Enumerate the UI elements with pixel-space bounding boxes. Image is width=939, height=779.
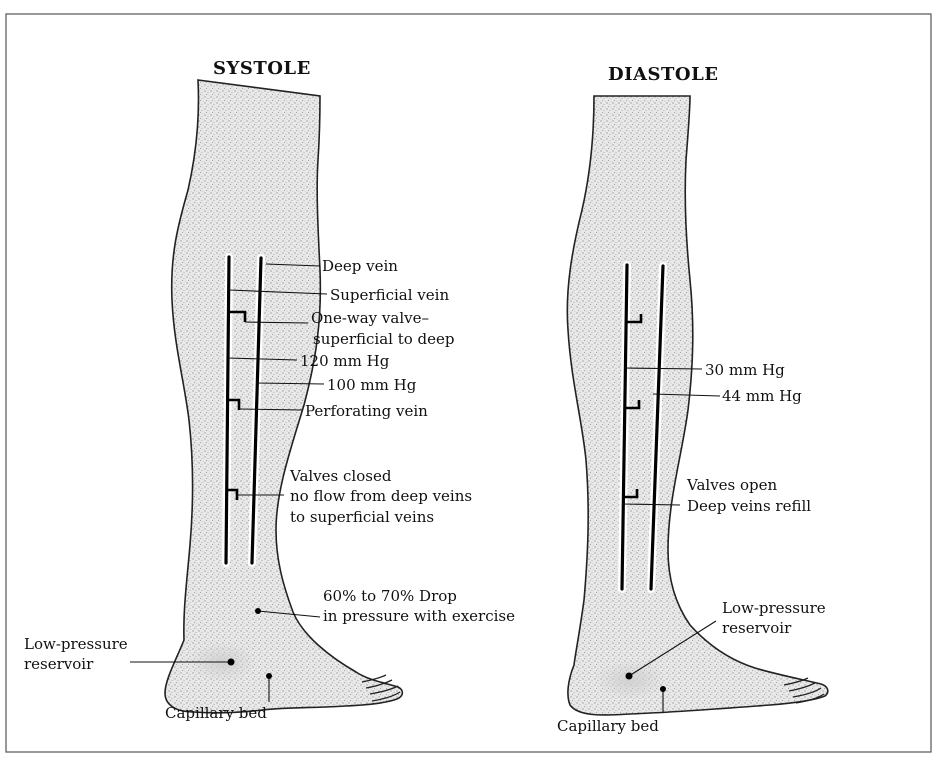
reservoir-dot-left bbox=[228, 659, 235, 666]
capillary-dot-right bbox=[660, 686, 666, 692]
label-drop-2: in pressure with exercise bbox=[323, 607, 515, 625]
label-reservoir-left-2: reservoir bbox=[24, 655, 94, 673]
drop-dot bbox=[255, 608, 261, 614]
diastole-title: DIASTOLE bbox=[608, 64, 718, 85]
label-reservoir-left-1: Low-pressure bbox=[24, 635, 128, 653]
label-valves-closed-2: no flow from deep veins bbox=[290, 487, 472, 505]
diastole-panel: DIASTOLE 30 mm Hg 44 mm Hg Valves open D… bbox=[557, 64, 828, 735]
label-120-mmhg: 120 mm Hg bbox=[300, 352, 390, 370]
label-30-mmhg: 30 mm Hg bbox=[705, 361, 785, 379]
label-valve-line1: One-way valve– bbox=[311, 309, 429, 327]
reservoir-dot-right bbox=[626, 673, 633, 680]
label-100-mmhg: 100 mm Hg bbox=[327, 376, 417, 394]
label-valves-open-2: Deep veins refill bbox=[687, 497, 811, 515]
label-44-mmhg: 44 mm Hg bbox=[722, 387, 802, 405]
label-deep-vein: Deep vein bbox=[322, 257, 398, 275]
systole-title: SYSTOLE bbox=[213, 58, 311, 79]
label-valve-line2: superficial to deep bbox=[313, 330, 455, 348]
label-drop-1: 60% to 70% Drop bbox=[323, 587, 457, 605]
label-capillary-right: Capillary bed bbox=[557, 717, 659, 735]
label-reservoir-right-2: reservoir bbox=[722, 619, 792, 637]
border-frame bbox=[6, 14, 931, 752]
label-valves-open-1: Valves open bbox=[686, 476, 778, 494]
capillary-dot-left bbox=[266, 673, 272, 679]
label-capillary-left: Capillary bed bbox=[165, 704, 267, 722]
systole-panel: SYSTOLE Deep vein Superficial vein One-w… bbox=[24, 58, 515, 722]
label-reservoir-right-1: Low-pressure bbox=[722, 599, 826, 617]
label-valves-closed-1: Valves closed bbox=[289, 467, 392, 485]
diastole-heel-shade bbox=[594, 660, 666, 700]
label-perforating-vein: Perforating vein bbox=[305, 402, 428, 420]
label-valves-closed-3: to superficial veins bbox=[290, 508, 434, 526]
label-superficial-vein: Superficial vein bbox=[330, 286, 449, 304]
